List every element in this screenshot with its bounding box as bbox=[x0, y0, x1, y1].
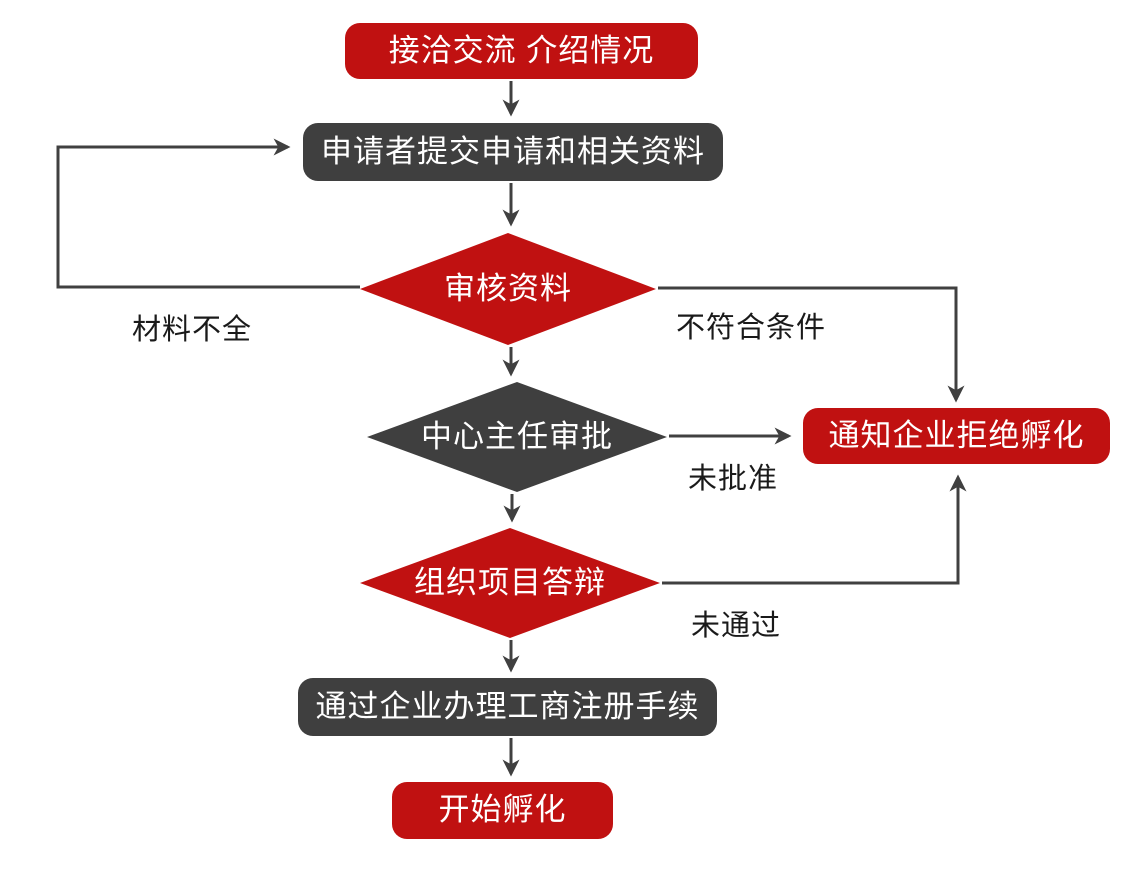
edge-label-not-qualified: 不符合条件 bbox=[676, 312, 827, 344]
edge-label-not-passed: 未通过 bbox=[691, 610, 782, 642]
node-director-approval-label: 中心主任审批 bbox=[421, 418, 613, 454]
node-start-contact: 接洽交流 介绍情况 bbox=[345, 23, 698, 79]
node-submit-application: 申请者提交申请和相关资料 bbox=[303, 123, 723, 181]
node-business-registration-label: 通过企业办理工商注册手续 bbox=[315, 688, 700, 724]
edge-review-to-reject bbox=[658, 286, 965, 403]
edge-label-not-approved: 未批准 bbox=[688, 463, 779, 495]
node-reject-incubation: 通知企业拒绝孵化 bbox=[803, 408, 1110, 464]
node-business-registration: 通过企业办理工商注册手续 bbox=[298, 678, 717, 736]
node-start-incubation: 开始孵化 bbox=[392, 782, 613, 839]
node-submit-application-label: 申请者提交申请和相关资料 bbox=[321, 133, 705, 169]
edge-defense-to-reject bbox=[662, 474, 967, 585]
node-review-materials-label: 审核资料 bbox=[444, 270, 572, 306]
node-reject-incubation-label: 通知企业拒绝孵化 bbox=[828, 417, 1085, 453]
node-start-contact-label: 接洽交流 介绍情况 bbox=[388, 32, 655, 68]
edge-label-materials-incomplete: 材料不全 bbox=[132, 314, 253, 346]
node-start-incubation-label: 开始孵化 bbox=[438, 792, 567, 828]
node-project-defense-label: 组织项目答辩 bbox=[414, 564, 606, 600]
edge-review-loop-to-submit bbox=[56, 138, 360, 289]
